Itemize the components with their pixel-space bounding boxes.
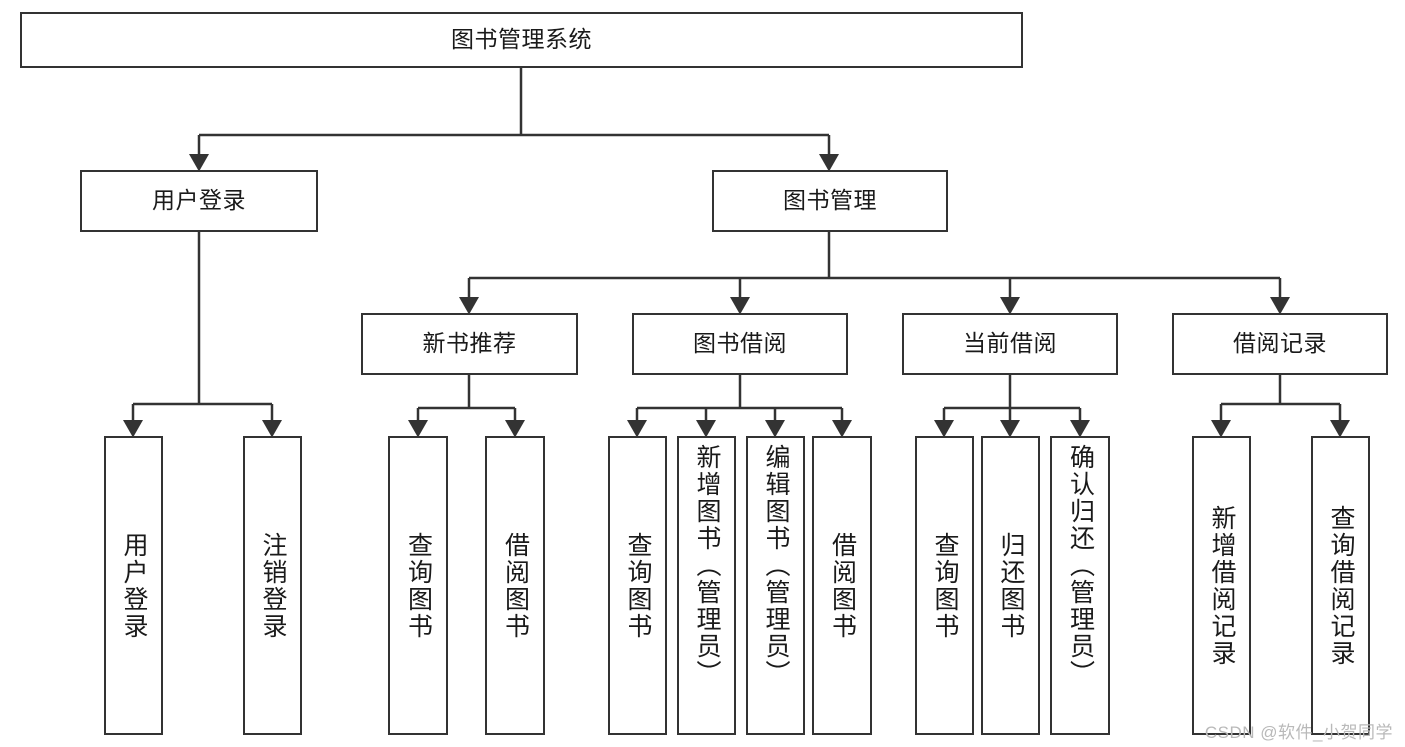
leaf-book-borrow-add[interactable]: 新增图书（管理员）: [677, 436, 736, 735]
leaf-new-book-query[interactable]: 查询图书: [388, 436, 448, 735]
node-label: 用户登录: [152, 187, 246, 214]
node-borrow-record[interactable]: 借阅记录: [1172, 313, 1388, 375]
leaf-book-borrow-edit[interactable]: 编辑图书（管理员）: [746, 436, 805, 735]
node-label: 当前借阅: [963, 330, 1057, 357]
node-label: 新书推荐: [422, 330, 517, 357]
leaf-current-borrow-confirm-return[interactable]: 确认归还（管理员）: [1050, 436, 1110, 735]
node-user-login[interactable]: 用户登录: [80, 170, 318, 232]
leaf-new-book-borrow[interactable]: 借阅图书: [485, 436, 545, 735]
node-label: 编辑图书（管理员）: [762, 444, 790, 687]
node-label: 图书借阅: [693, 330, 787, 357]
node-label: 图书管理: [783, 187, 877, 214]
leaf-user-login-logout[interactable]: 注销登录: [243, 436, 302, 735]
node-root-system[interactable]: 图书管理系统: [20, 12, 1023, 68]
node-label: 用户登录: [120, 531, 148, 640]
node-label: 查询图书: [624, 531, 652, 640]
node-current-borrow[interactable]: 当前借阅: [902, 313, 1118, 375]
node-new-book-recommend[interactable]: 新书推荐: [361, 313, 578, 375]
node-label: 借阅图书: [501, 531, 530, 640]
node-label: 注销登录: [259, 531, 287, 640]
leaf-borrow-record-add[interactable]: 新增借阅记录: [1192, 436, 1251, 735]
leaf-user-login-login[interactable]: 用户登录: [104, 436, 163, 735]
leaf-borrow-record-query[interactable]: 查询借阅记录: [1311, 436, 1370, 735]
node-label: 归还图书: [997, 531, 1025, 640]
node-label: 新增借阅记录: [1208, 504, 1236, 667]
node-label: 确认归还（管理员）: [1066, 444, 1095, 687]
node-label: 借阅图书: [828, 531, 857, 640]
node-label: 借阅记录: [1233, 330, 1327, 357]
node-book-borrow[interactable]: 图书借阅: [632, 313, 848, 375]
leaf-current-borrow-query[interactable]: 查询图书: [915, 436, 974, 735]
leaf-book-borrow-lend[interactable]: 借阅图书: [812, 436, 872, 735]
leaf-book-borrow-query[interactable]: 查询图书: [608, 436, 667, 735]
leaf-current-borrow-return[interactable]: 归还图书: [981, 436, 1040, 735]
watermark-text: CSDN @软件_小贺同学: [1204, 723, 1393, 742]
node-label: 图书管理系统: [451, 26, 592, 53]
node-label: 查询图书: [931, 531, 959, 640]
node-label: 查询图书: [404, 531, 433, 640]
node-label: 新增图书（管理员）: [693, 444, 721, 687]
node-label: 查询借阅记录: [1327, 504, 1355, 667]
node-book-management[interactable]: 图书管理: [712, 170, 948, 232]
